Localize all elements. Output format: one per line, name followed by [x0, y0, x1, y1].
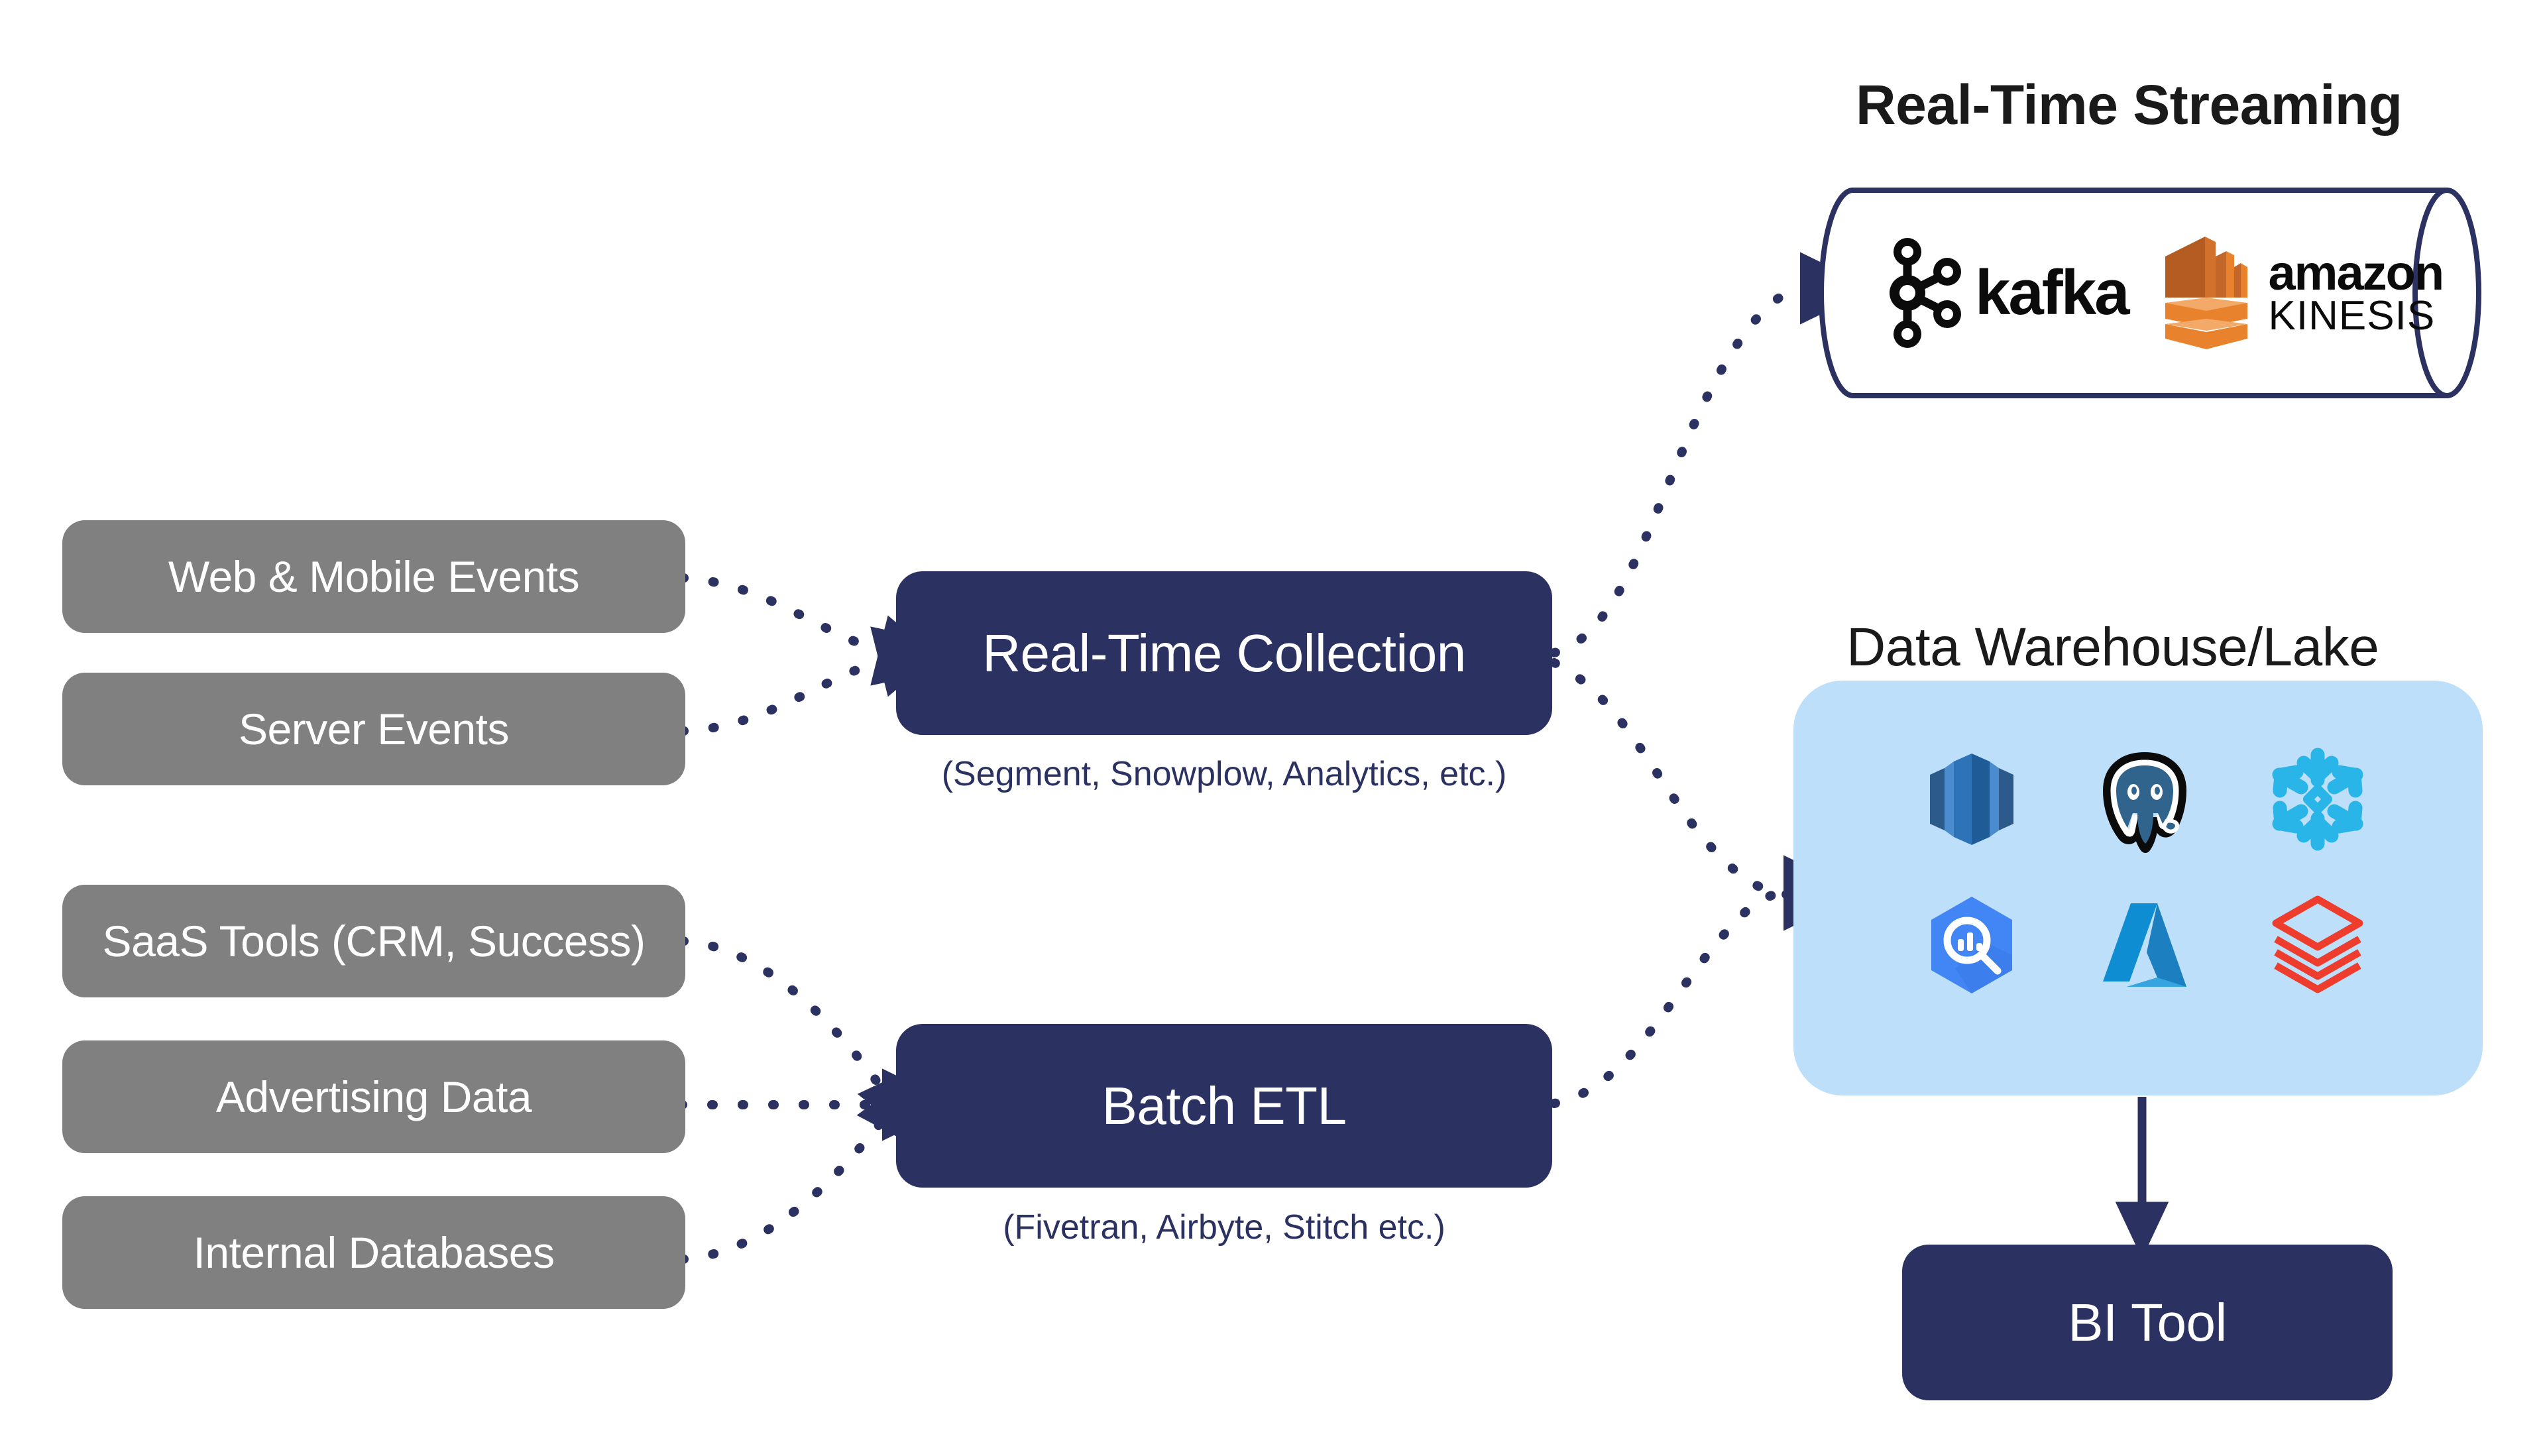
snowflake-icon [2272, 748, 2363, 851]
connector-server-events-to-collection [678, 626, 952, 736]
amazon-kinesis-logo: amazon KINESIS [2157, 234, 2444, 352]
connector-collection-to-streaming [1550, 252, 1874, 657]
kafka-wordmark: kafka [1975, 257, 2130, 328]
process-box-batch-etl[interactable]: Batch ETL [896, 1024, 1552, 1188]
process-caption-real-time-collection: (Segment, Snowplow, Analytics, etc.) [941, 755, 1507, 793]
connector-internal-db-to-batch-etl [678, 1058, 933, 1264]
source-label: Web & Mobile Events [168, 552, 580, 601]
source-box-web-mobile-events[interactable]: Web & Mobile Events [62, 520, 685, 633]
connector-web-mobile-to-collection [678, 573, 952, 686]
source-box-internal-databases[interactable]: Internal Databases [62, 1196, 685, 1309]
streaming-cylinder[interactable]: kafka [1819, 188, 2481, 398]
cylinder-shape [1819, 188, 2481, 398]
warehouse-icon-grid [1893, 730, 2397, 1015]
source-box-server-events[interactable]: Server Events [62, 673, 685, 785]
connector-batch-etl-to-warehouse [1550, 855, 1858, 1108]
kafka-icon [1890, 238, 1961, 348]
source-label: Internal Databases [193, 1228, 555, 1277]
output-label: BI Tool [2068, 1292, 2227, 1352]
process-caption-batch-etl: (Fivetran, Airbyte, Stitch etc.) [1003, 1208, 1445, 1247]
databricks-icon [2272, 895, 2363, 993]
source-label: Server Events [239, 704, 510, 754]
process-label: Batch ETL [1102, 1076, 1347, 1135]
kafka-logo: kafka [1878, 233, 2130, 353]
kinesis-amazon-text: amazon [2268, 245, 2445, 301]
streaming-logos: kafka [1878, 188, 2444, 398]
connector-collection-to-warehouse [1550, 658, 1858, 931]
postgresql-icon [2102, 752, 2186, 853]
kinesis-wordmark: amazon KINESIS [2268, 245, 2445, 339]
process-box-real-time-collection[interactable]: Real-Time Collection [896, 571, 1552, 735]
connector-saas-to-batch-etl [678, 936, 930, 1154]
google-bigquery-icon [1931, 897, 2012, 993]
microsoft-azure-icon [2102, 903, 2186, 987]
amazon-kinesis-icon [2165, 237, 2247, 349]
source-box-advertising-data[interactable]: Advertising Data [62, 1040, 685, 1153]
warehouse-panel[interactable] [1793, 681, 2483, 1095]
source-box-saas-tools[interactable]: SaaS Tools (CRM, Success) [62, 885, 685, 997]
kinesis-kinesis-text: KINESIS [2268, 292, 2436, 339]
source-label: Advertising Data [215, 1072, 532, 1121]
streaming-section-title: Real-Time Streaming [1856, 74, 2403, 136]
output-box-bi-tool[interactable]: BI Tool [1902, 1245, 2393, 1400]
process-label: Real-Time Collection [982, 623, 1466, 683]
amazon-redshift-icon [1929, 754, 2013, 845]
source-label: SaaS Tools (CRM, Success) [102, 917, 646, 966]
warehouse-section-title: Data Warehouse/Lake [1846, 617, 2379, 677]
